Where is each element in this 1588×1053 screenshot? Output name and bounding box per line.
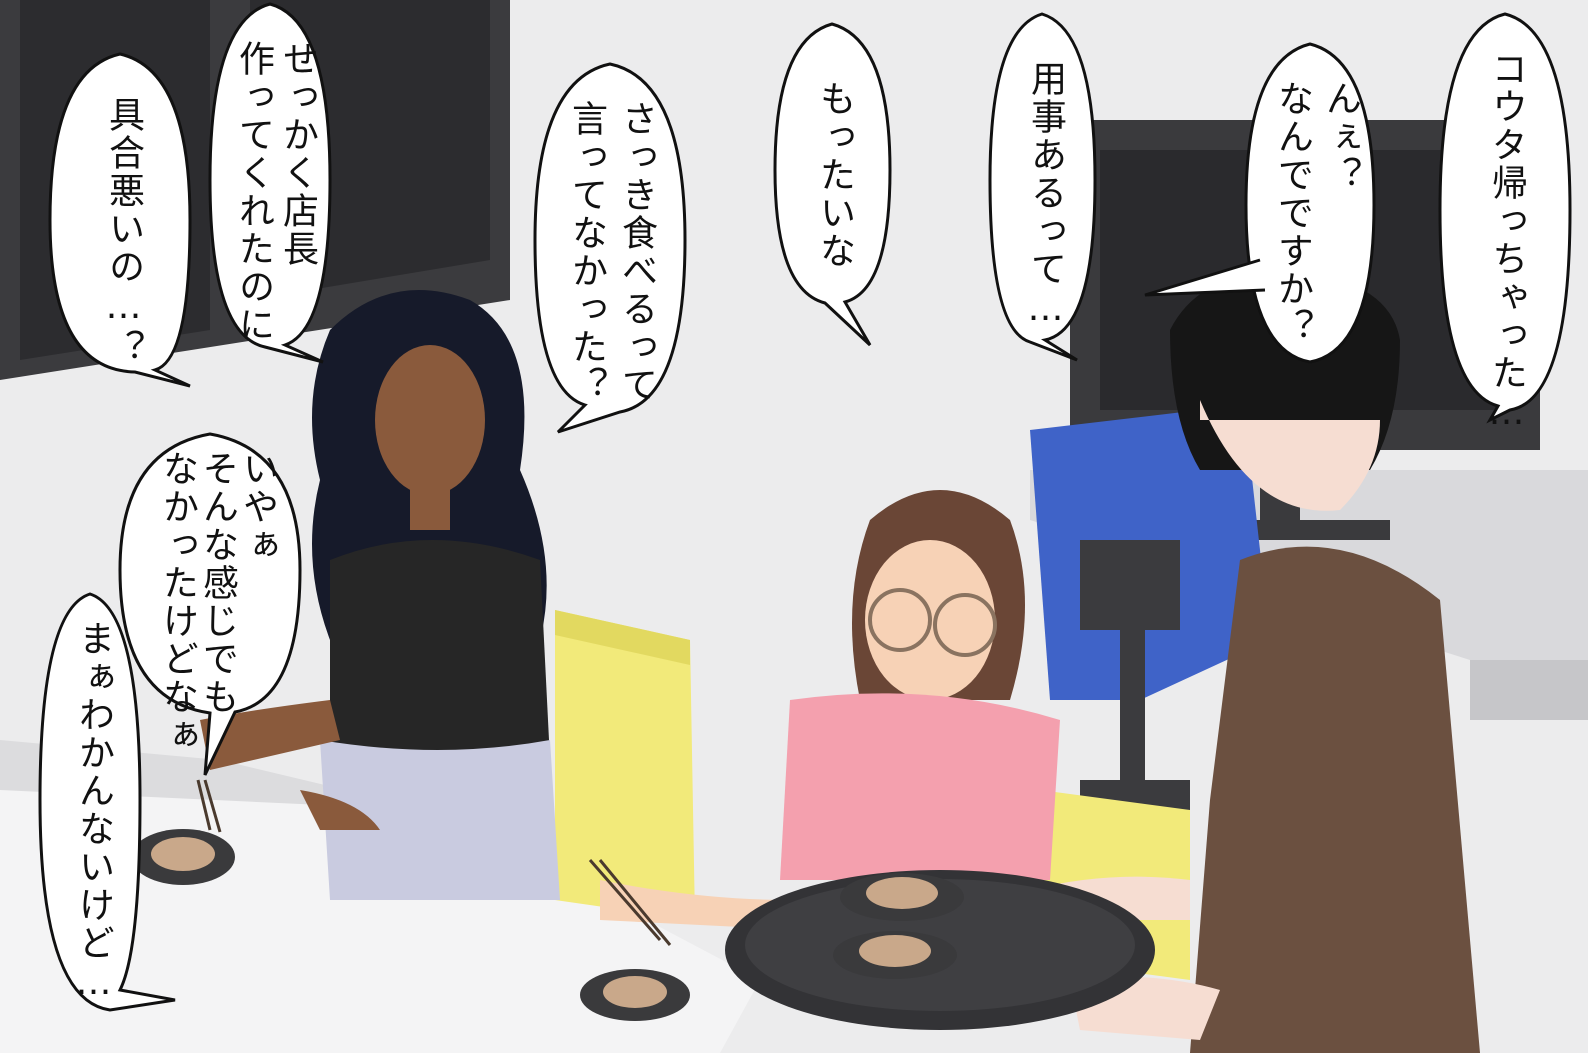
yellow-chair-left: [555, 610, 695, 920]
speech-bubble-guai: 具合悪いの…？: [45, 50, 195, 400]
bubble-outline: [1144, 42, 1376, 364]
bubble-outline: [1438, 12, 1572, 424]
bubble-text: 具合悪いの…？: [103, 96, 144, 367]
bubble-text-line-1: いやぁ: [237, 450, 278, 564]
bubble-text-line-1: んぇ？: [1320, 80, 1361, 194]
bubble-text-line-2: なんでですか？: [1272, 80, 1313, 346]
bubble-text: まぁわかんないけど…: [73, 620, 114, 1005]
speech-bubble-iyaa: いやぁ そんな感じでも なかったけどなぁ: [115, 430, 305, 776]
speech-bubble-mottainai: もったいな: [770, 20, 895, 350]
bubble-text-line-1: せっかく店長: [277, 40, 318, 268]
bubble-outline: [773, 22, 892, 347]
bubble-outline: [533, 62, 687, 434]
chopsticks: [196, 779, 672, 946]
speech-bubble-youji: 用事あるって…: [985, 10, 1100, 362]
bubble-text-line-2: そんな感じでも: [197, 450, 238, 716]
speech-bubble-maa: まぁわかんないけど…: [35, 590, 176, 1030]
bubble-outline: [988, 12, 1097, 362]
bubble-outline: [38, 592, 176, 1012]
speech-bubble-kouta: コウタ帰っちゃった…: [1430, 10, 1580, 435]
speech-bubble-sakki: さっき食べるって 言ってなかった？: [530, 60, 690, 440]
speech-bubble-nande: んぇ？ なんでですか？: [1144, 40, 1380, 370]
speech-bubble-sekkaku: せっかく店長 作ってくれたのに: [205, 0, 335, 370]
bubble-text-line-2: 言ってなかった？: [566, 100, 607, 404]
bubble-text-line-3: なかったけどなぁ: [157, 450, 198, 754]
bubble-outline: [118, 432, 302, 776]
man-brown-shirt: [1030, 270, 1480, 1053]
bubble-text: コウタ帰っちゃった…: [1486, 50, 1527, 435]
woman-dark-hair: [200, 290, 560, 900]
food-dishes: [131, 829, 964, 1021]
bubble-outline: [48, 52, 192, 388]
bubble-text: 用事あるって…: [1025, 60, 1066, 331]
bubble-outline: [208, 2, 332, 364]
bubble-text-line-1: さっき食べるって: [616, 100, 657, 404]
bubble-text: もったいな: [814, 80, 855, 270]
bubble-text-line-2: 作ってくれたのに: [233, 40, 274, 344]
